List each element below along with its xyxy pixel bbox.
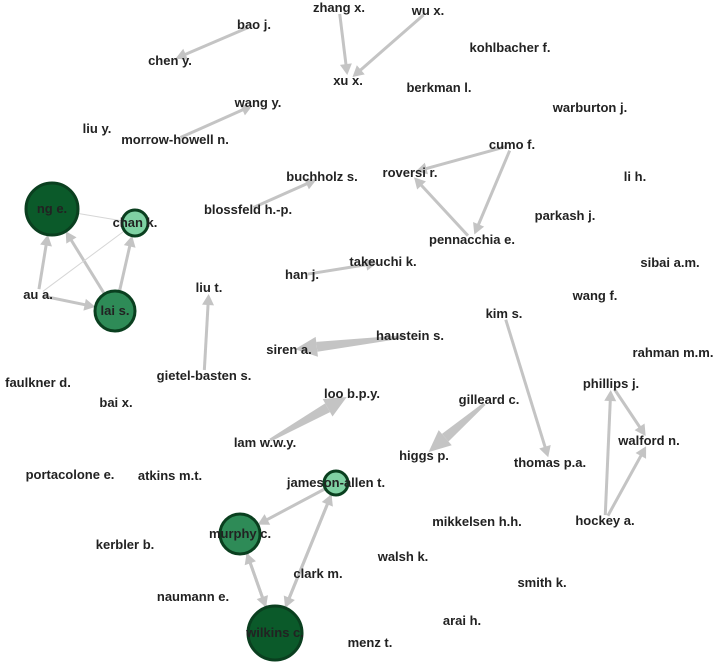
node-label-walford: walford n. xyxy=(617,433,679,448)
node-label-arai: arai h. xyxy=(443,613,481,628)
node-label-sibai: sibai a.m. xyxy=(640,255,699,270)
node-label-roversi: roversi r. xyxy=(383,165,438,180)
node-label-higgs: higgs p. xyxy=(399,448,449,463)
edge-hockey-phillips xyxy=(603,389,617,516)
node-label-faulkner: faulkner d. xyxy=(5,375,71,390)
node-label-walsh: walsh k. xyxy=(377,549,429,564)
edge-aua-lais xyxy=(43,294,96,311)
edge-hanj-takeuchi xyxy=(307,258,378,276)
node-layer xyxy=(24,181,350,662)
node-label-morrow: morrow-howell n. xyxy=(121,132,229,147)
node-label-gilleard: gilleard c. xyxy=(459,392,520,407)
node-label-kohlbacher: kohlbacher f. xyxy=(470,40,551,55)
node-label-wangf: wang f. xyxy=(572,288,618,303)
node-label-chank: chan k. xyxy=(113,215,158,230)
node-label-lam: lam w.w.y. xyxy=(234,435,296,450)
edge-pennacchia-roversi xyxy=(414,177,470,237)
node-label-clark: clark m. xyxy=(293,566,342,581)
edge-lais-chank xyxy=(117,235,136,292)
node-label-siren: siren a. xyxy=(266,342,312,357)
node-label-jameson: jameson-allen t. xyxy=(286,475,385,490)
node-label-chen: chen y. xyxy=(148,53,192,68)
node-label-portacolone: portacolone e. xyxy=(26,467,115,482)
node-label-kims: kim s. xyxy=(486,306,523,321)
edge-wu-xu xyxy=(352,13,425,78)
node-label-bao: bao j. xyxy=(237,17,271,32)
node-wilkins xyxy=(246,604,304,662)
node-label-gietel: gietel-basten s. xyxy=(157,368,252,383)
edge-zhang-xu xyxy=(338,13,352,76)
edge-layer xyxy=(37,13,647,609)
node-label-xu: xu x. xyxy=(333,73,363,88)
node-label-murphy: murphy c. xyxy=(209,526,271,541)
edge-cumo-roversi xyxy=(415,145,507,175)
edge-bao-chen xyxy=(175,25,250,60)
edge-haustein-siren xyxy=(294,335,405,357)
node-label-smith: smith k. xyxy=(517,575,566,590)
edge-wilkins-murphy xyxy=(244,552,268,609)
node-label-rahman: rahman m.m. xyxy=(633,345,714,360)
node-label-pennacchia: pennacchia e. xyxy=(429,232,515,247)
edge-cumo-pennacchia xyxy=(473,149,512,235)
node-nge xyxy=(24,181,80,237)
edge-aua-nge xyxy=(37,234,52,290)
edge-gilleard-higgs xyxy=(428,402,486,453)
node-label-liut: liu t. xyxy=(196,280,223,295)
node-label-lais: lai s. xyxy=(101,303,130,318)
node-label-zhang: zhang x. xyxy=(313,0,365,15)
node-label-nge: ng e. xyxy=(37,201,67,216)
edge-chank-nge xyxy=(77,212,123,222)
node-jameson xyxy=(322,469,350,497)
edge-hockey-walford xyxy=(606,446,647,517)
node-label-mikkelsen: mikkelsen h.h. xyxy=(432,514,522,529)
edge-phillips-walford xyxy=(613,388,646,437)
edge-blossfeld-buchholz xyxy=(252,178,317,209)
node-label-phillips: phillips j. xyxy=(583,376,639,391)
edge-wilkins-jameson xyxy=(283,494,333,609)
edge-jameson-murphy xyxy=(257,487,327,525)
edge-lais-nge xyxy=(65,231,106,295)
node-label-wu: wu x. xyxy=(411,3,445,18)
node-label-aua: au a. xyxy=(23,287,53,302)
node-label-hanj: han j. xyxy=(285,267,319,282)
node-label-baix: bai x. xyxy=(99,395,132,410)
edge-morrow-wangy xyxy=(179,104,253,139)
node-label-thomas: thomas p.a. xyxy=(514,455,586,470)
node-label-naumann: naumann e. xyxy=(157,589,229,604)
node-murphy xyxy=(218,512,262,556)
node-lais xyxy=(93,289,137,333)
node-label-wangy: wang y. xyxy=(234,95,282,110)
edge-kims-thomas xyxy=(504,319,551,458)
node-label-atkins: atkins m.t. xyxy=(138,468,202,483)
node-label-lih: li h. xyxy=(624,169,646,184)
node-label-takeuchi: takeuchi k. xyxy=(349,254,416,269)
node-label-parkash: parkash j. xyxy=(535,208,596,223)
node-label-liuy: liu y. xyxy=(83,121,112,136)
node-label-loo: loo b.p.y. xyxy=(324,386,380,401)
node-label-warburton: warburton j. xyxy=(552,100,627,115)
edge-aua-chank xyxy=(42,230,125,292)
node-label-cumo: cumo f. xyxy=(489,137,535,152)
label-layer: bao j. chen y. zhang x. wu x. xu x. kohlbache… xyxy=(5,0,713,650)
node-label-blossfeld: blossfeld h.-p. xyxy=(204,202,292,217)
node-chank xyxy=(120,208,150,238)
node-label-hockey: hockey a. xyxy=(575,513,634,528)
node-label-buchholz: buchholz s. xyxy=(286,169,358,184)
node-label-wilkins: wilkins c. xyxy=(245,625,304,640)
node-label-berkman: berkman l. xyxy=(406,80,471,95)
edge-gietel-liut xyxy=(202,293,215,371)
edge-lam-loo xyxy=(269,396,347,442)
node-label-haustein: haustein s. xyxy=(376,328,444,343)
node-label-menz: menz t. xyxy=(348,635,393,650)
node-label-kerbler: kerbler b. xyxy=(96,537,155,552)
